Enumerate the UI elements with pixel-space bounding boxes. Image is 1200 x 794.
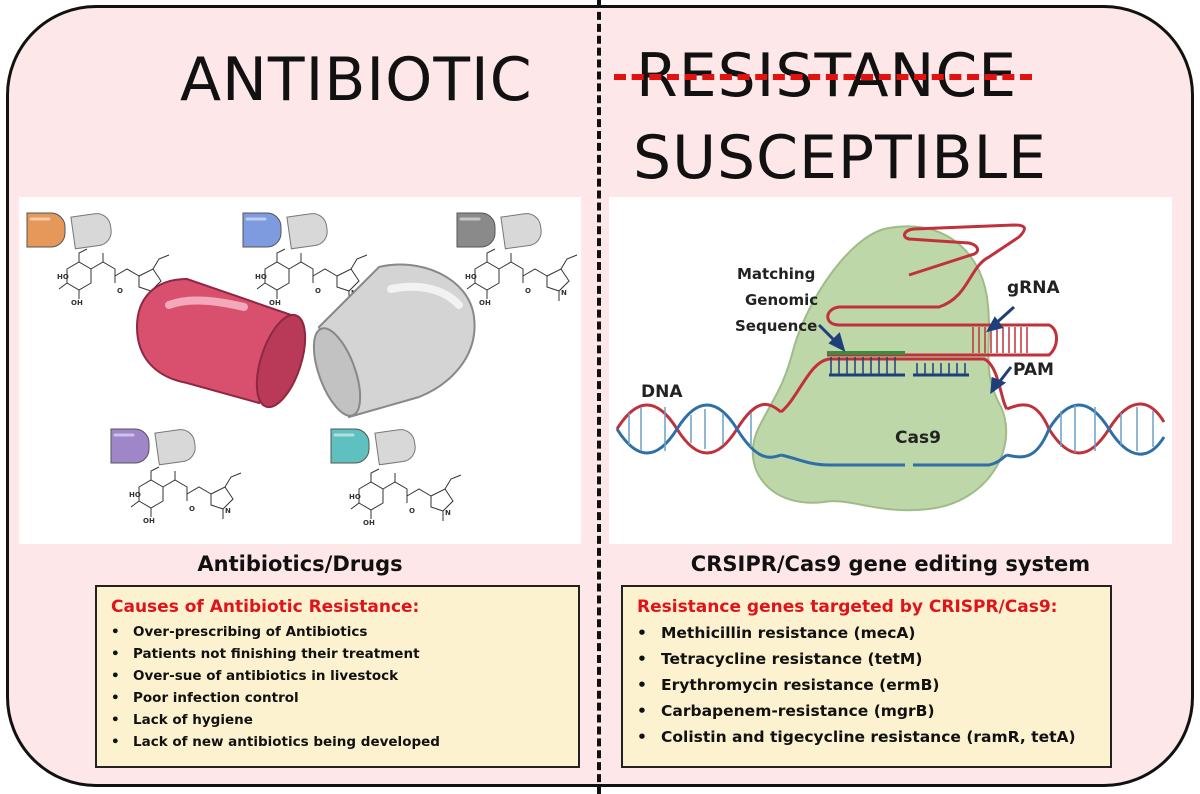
causes-list: • Over-prescribing of Antibiotics • Patien…: [111, 621, 564, 753]
label-pam: PAM: [1013, 360, 1054, 380]
list-item-text: Lack of hygiene: [133, 712, 253, 728]
capsule-gray: [455, 210, 545, 251]
label-matching-2: Genomic: [745, 291, 818, 309]
dashed-divider: [597, 0, 601, 794]
list-item-text: Over-prescribing of Antibiotics: [133, 624, 368, 640]
caption-crispr: CRSIPR/Cas9 gene editing system: [690, 552, 1091, 576]
targets-heading: Resistance genes targeted by CRISPR/Cas9…: [637, 597, 1058, 617]
list-item-text: Erythromycin resistance (ermB): [661, 676, 940, 694]
bullet: •: [111, 734, 120, 750]
capsule-purple: [109, 426, 199, 467]
antibiotics-illustration: HO OH O N: [19, 197, 581, 544]
bullet: •: [111, 646, 120, 662]
capsule-blue: [241, 210, 331, 251]
grna-strand: [826, 223, 1058, 357]
causes-box: Causes of Antibiotic Resistance: • Over-p…: [95, 585, 580, 768]
targets-box: Resistance genes targeted by CRISPR/Cas9…: [621, 585, 1112, 768]
label-matching-3: Sequence: [735, 317, 817, 335]
list-item: • Over-prescribing of Antibiotics: [111, 621, 564, 643]
list-item-text: Poor infection control: [133, 690, 299, 706]
bullet: •: [111, 690, 120, 706]
capsule-teal: [329, 426, 419, 467]
bullet: •: [111, 668, 120, 684]
molecule-5: [348, 468, 462, 528]
base-pairs: [830, 357, 966, 375]
bullet: •: [637, 676, 647, 694]
list-item-text: Lack of new antibiotics being developed: [133, 734, 440, 750]
list-item: • Colistin and tigecycline resistance (ra…: [637, 724, 1096, 750]
dna-top-strand: [779, 357, 1009, 414]
bullet: •: [637, 624, 647, 642]
label-matching-1: Matching: [737, 265, 815, 283]
label-cas9: Cas9: [895, 428, 941, 448]
list-item: • Lack of new antibiotics being developed: [111, 731, 564, 753]
dna-helix-right: [1006, 402, 1166, 459]
dna-helix-left: [615, 402, 782, 459]
bullet: •: [637, 702, 647, 720]
list-item: • Patients not finishing their treatment: [111, 643, 564, 665]
list-item-text: Methicillin resistance (mecA): [661, 624, 916, 642]
bullet: •: [637, 728, 647, 746]
grna-stem: [972, 327, 1028, 353]
list-item-text: Carbapenem-resistance (mgrB): [661, 702, 935, 720]
list-item: • Methicillin resistance (mecA): [637, 620, 1096, 646]
antibiotics-svg: HO OH O N: [25, 210, 578, 528]
list-item: • Tetracycline resistance (tetM): [637, 646, 1096, 672]
list-item: • Poor infection control: [111, 687, 564, 709]
title-antibiotic: ANTIBIOTIC: [180, 45, 533, 115]
list-item-text: Patients not finishing their treatment: [133, 646, 420, 662]
crispr-illustration: Matching Genomic Sequence gRNA PAM DNA C…: [609, 197, 1172, 544]
bullet: •: [111, 624, 120, 640]
bullet: •: [111, 712, 120, 728]
list-item: • Over-sue of antibiotics in livestock: [111, 665, 564, 687]
molecule-3: [464, 248, 578, 308]
list-item-text: Colistin and tigecycline resistance (ram…: [661, 728, 1076, 746]
list-item: • Lack of hygiene: [111, 709, 564, 731]
arrows: [817, 305, 1016, 395]
title-susceptible: SUSCEPTIBLE: [633, 123, 1047, 193]
label-grna: gRNA: [1007, 278, 1060, 298]
caption-antibiotics: Antibiotics/Drugs: [197, 552, 403, 576]
capsule-orange: [25, 210, 115, 251]
big-capsule-gray: [312, 263, 476, 419]
list-item-text: Tetracycline resistance (tetM): [661, 650, 923, 668]
list-item: • Erythromycin resistance (ermB): [637, 672, 1096, 698]
molecule-4: [128, 466, 242, 526]
big-capsule-red: [135, 277, 307, 409]
causes-heading: Causes of Antibiotic Resistance:: [111, 597, 420, 617]
list-item-text: Over-sue of antibiotics in livestock: [133, 668, 399, 684]
bullet: •: [637, 650, 647, 668]
label-dna: DNA: [641, 382, 683, 402]
dna-bottom-strand: [780, 453, 1008, 467]
list-item: • Carbapenem-resistance (mgrB): [637, 698, 1096, 724]
targets-list: • Methicillin resistance (mecA) • Tetracyc…: [637, 620, 1096, 750]
crispr-svg: Matching Genomic Sequence gRNA PAM DNA C…: [615, 223, 1166, 512]
strikethrough-line: [614, 74, 1032, 80]
